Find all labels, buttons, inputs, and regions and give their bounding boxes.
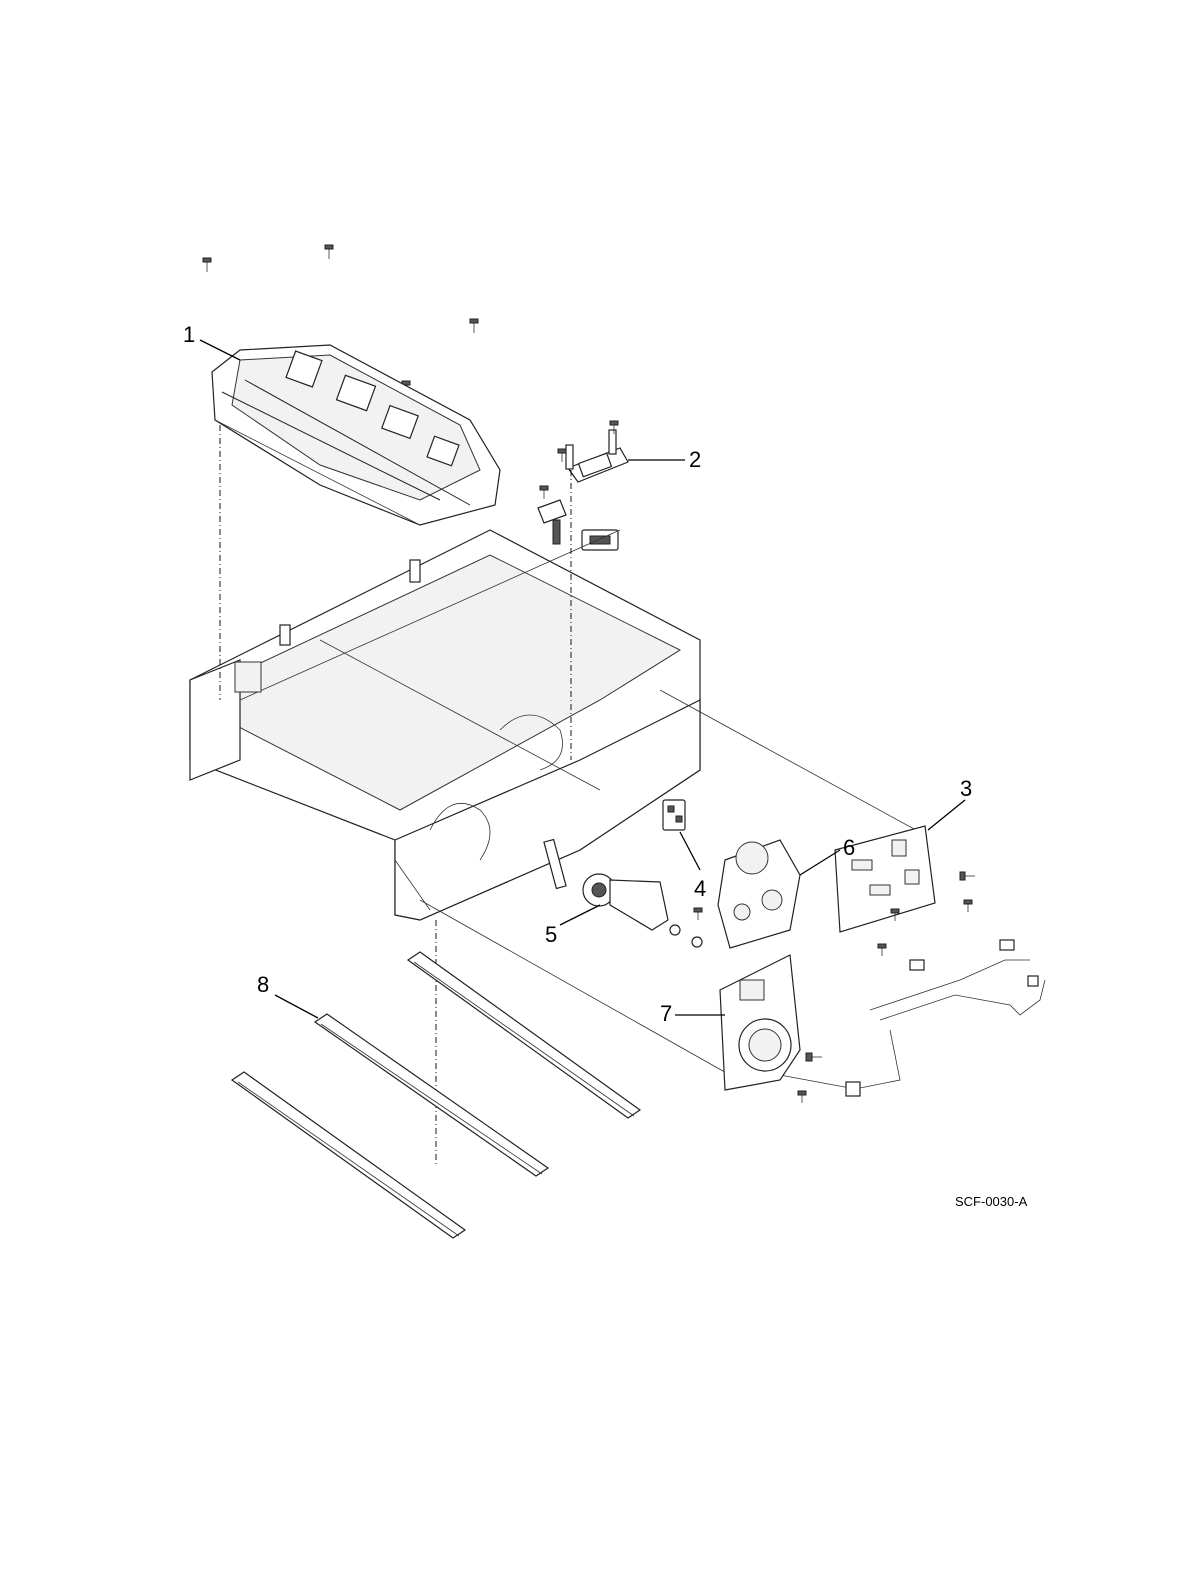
screw-icon (203, 258, 211, 272)
part-7-motor-assembly (720, 955, 822, 1103)
callout-6: 6 (843, 835, 855, 860)
part-2-bracket (558, 421, 628, 482)
screw-icon (470, 319, 478, 333)
callout-7: 7 (660, 1001, 672, 1026)
leader-line-8 (275, 995, 318, 1018)
screw-icon (325, 245, 333, 259)
leader-line-4 (680, 832, 700, 870)
leader-line-1 (200, 340, 240, 360)
document-id: SCF-0030-A (955, 1194, 1028, 1209)
part-4-sensor (663, 800, 685, 830)
callout-4: 4 (694, 876, 706, 901)
callout-5: 5 (545, 922, 557, 947)
leader-line-6 (800, 850, 840, 875)
callout-8: 8 (257, 972, 269, 997)
part-1-feeder-assembly (212, 345, 500, 525)
callout-1: 1 (183, 322, 195, 347)
part-holder (538, 486, 566, 544)
callout-2: 2 (689, 447, 701, 472)
wire-harness (846, 940, 1045, 1096)
part-3-circuit-board (835, 826, 975, 956)
part-6-drive-unit (718, 840, 800, 948)
callout-3: 3 (960, 776, 972, 801)
main-frame (190, 530, 700, 920)
leader-line-5 (560, 905, 600, 925)
leader-line-3 (928, 800, 965, 830)
